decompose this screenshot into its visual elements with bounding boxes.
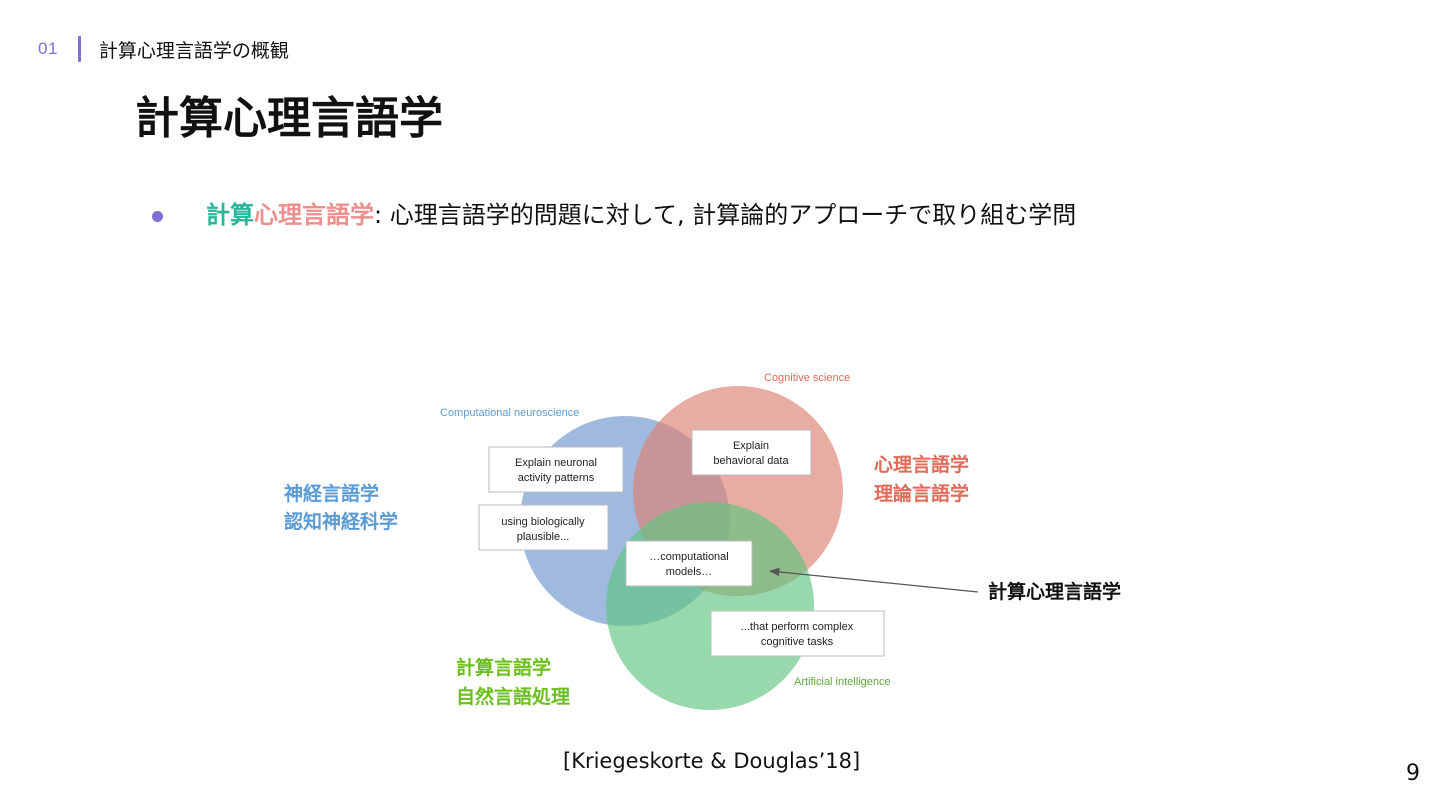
field-red-1: 心理言語学 xyxy=(874,453,969,476)
box-complex-line1: ...that perform complex xyxy=(741,621,854,633)
box-neuronal-line2: activity patterns xyxy=(518,472,595,484)
box-models-line2: models… xyxy=(666,566,712,578)
field-green-1: 計算言語学 xyxy=(456,656,551,679)
box-biological: using biologically plausible... xyxy=(478,504,609,551)
section-number: 01 xyxy=(38,39,58,58)
bullet-item: 計算心理言語学: 心理言語学的問題に対して, 計算論的アプローチで取り組む学問 xyxy=(152,197,1076,233)
section-divider xyxy=(77,36,81,62)
label-computational-neuroscience: Computational neuroscience xyxy=(440,407,579,419)
bullet-definition: : 心理言語学的問題に対して, 計算論的アプローチで取り組む学問 xyxy=(374,201,1077,229)
box-biological-line2: plausible... xyxy=(517,531,570,543)
page-number: 9 xyxy=(1406,761,1420,786)
term-shinri: 心理言語学 xyxy=(254,201,374,229)
citation: [Kriegeskorte & Douglas’18] xyxy=(563,749,861,773)
field-blue-1: 神経言語学 xyxy=(284,482,379,505)
term-keisan: 計算 xyxy=(206,201,254,229)
venn-diagram: Computational neuroscience Cognitive sci… xyxy=(284,372,1121,710)
bullet-dot-icon xyxy=(152,211,163,222)
arrow-to-models xyxy=(768,567,979,593)
box-behavioral: Explain behavioral data xyxy=(691,429,812,476)
box-complex-line2: cognitive tasks xyxy=(761,636,834,648)
slide-title: 計算心理言語学 xyxy=(135,93,443,144)
section-header: 01 計算心理言語学の概観 xyxy=(38,34,289,64)
label-artificial-intelligence: Artificial intelligence xyxy=(794,676,891,688)
box-behavioral-line1: Explain xyxy=(733,440,769,452)
field-red-2: 理論言語学 xyxy=(874,482,969,505)
field-green-2: 自然言語処理 xyxy=(456,685,570,708)
field-center: 計算心理言語学 xyxy=(988,580,1121,603)
box-neuronal-line1: Explain neuronal xyxy=(515,457,597,469)
field-blue-2: 認知神経科学 xyxy=(284,510,398,533)
section-title: 計算心理言語学の概観 xyxy=(98,39,289,62)
circle-artificial-intelligence xyxy=(606,502,814,710)
box-computational-models: …computational models… xyxy=(625,540,753,587)
box-behavioral-line2: behavioral data xyxy=(713,455,789,467)
box-biological-line1: using biologically xyxy=(501,516,585,528)
bullet-text: 計算心理言語学: 心理言語学的問題に対して, 計算論的アプローチで取り組む学問 xyxy=(206,197,1076,233)
box-models-line1: …computational xyxy=(649,551,729,563)
label-cognitive-science: Cognitive science xyxy=(764,372,850,384)
box-neuronal: Explain neuronal activity patterns xyxy=(488,446,624,493)
box-complex-tasks: ...that perform complex cognitive tasks xyxy=(710,610,885,657)
